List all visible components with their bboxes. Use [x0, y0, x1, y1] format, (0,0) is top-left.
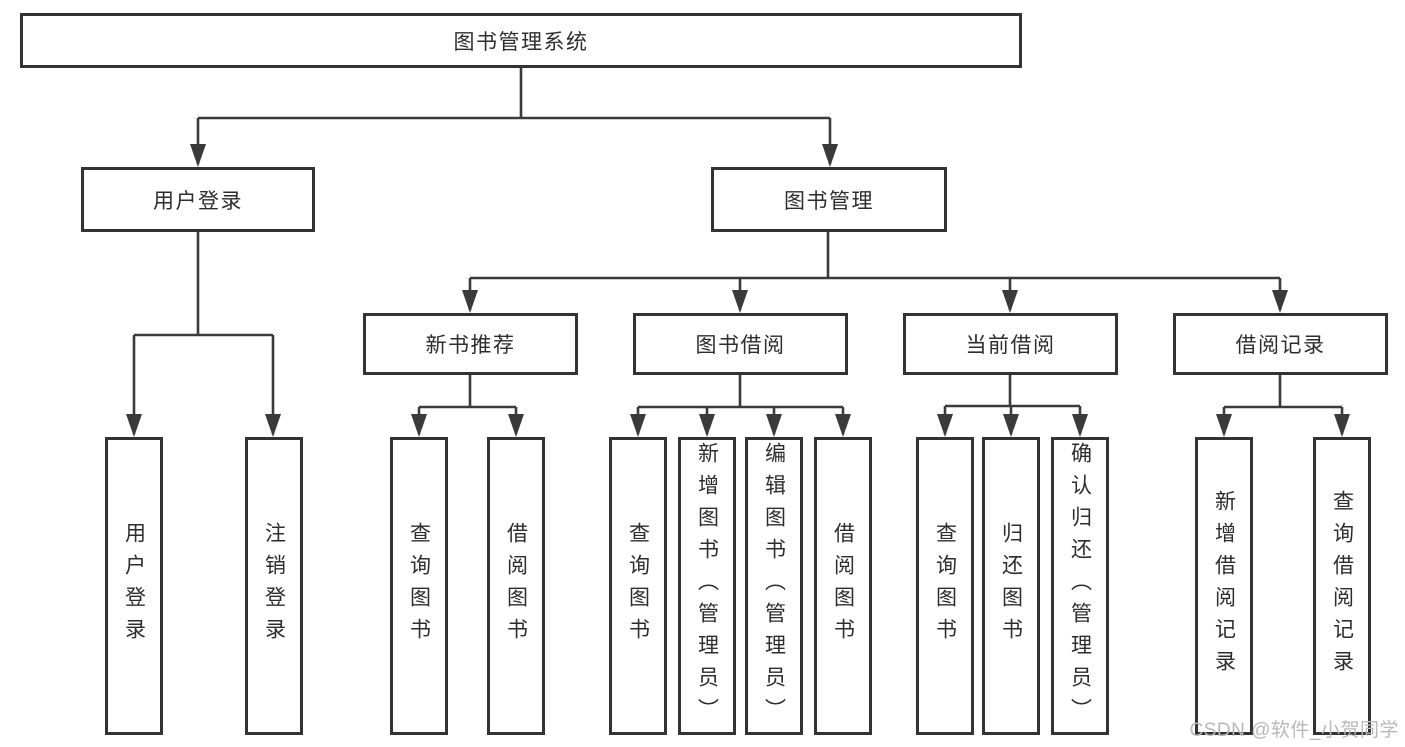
node-current-borrowing: 当前借阅 [903, 313, 1118, 375]
leaf-query-books-1: 查询图书 [390, 437, 448, 735]
leaf-add-books-admin: 新增图书（管理员） [678, 437, 736, 735]
node-root-library-system: 图书管理系统 [20, 13, 1022, 68]
csdn-watermark: CSDN @软件_小贺同学 [1189, 720, 1399, 741]
leaf-return-books: 归还图书 [982, 437, 1040, 735]
leaf-query-books-3: 查询图书 [916, 437, 974, 735]
node-user-login: 用户登录 [81, 167, 315, 232]
arrowheads [126, 144, 1350, 437]
node-new-book-recommend: 新书推荐 [363, 313, 578, 375]
leaf-logout: 注销登录 [245, 437, 303, 735]
leaf-borrow-books-1: 借阅图书 [487, 437, 545, 735]
leaf-add-borrow-record: 新增借阅记录 [1195, 437, 1253, 735]
node-book-borrowing: 图书借阅 [633, 313, 848, 375]
leaf-edit-books-admin: 编辑图书（管理员） [745, 437, 803, 735]
leaf-query-books-2: 查询图书 [609, 437, 667, 735]
node-book-management: 图书管理 [711, 167, 947, 232]
leaf-borrow-books-2: 借阅图书 [814, 437, 872, 735]
leaf-user-login: 用户登录 [105, 437, 163, 735]
leaf-confirm-return-admin: 确认归还（管理员） [1051, 437, 1109, 735]
leaf-query-borrow-record: 查询借阅记录 [1313, 437, 1371, 735]
node-borrowing-records: 借阅记录 [1173, 313, 1388, 375]
